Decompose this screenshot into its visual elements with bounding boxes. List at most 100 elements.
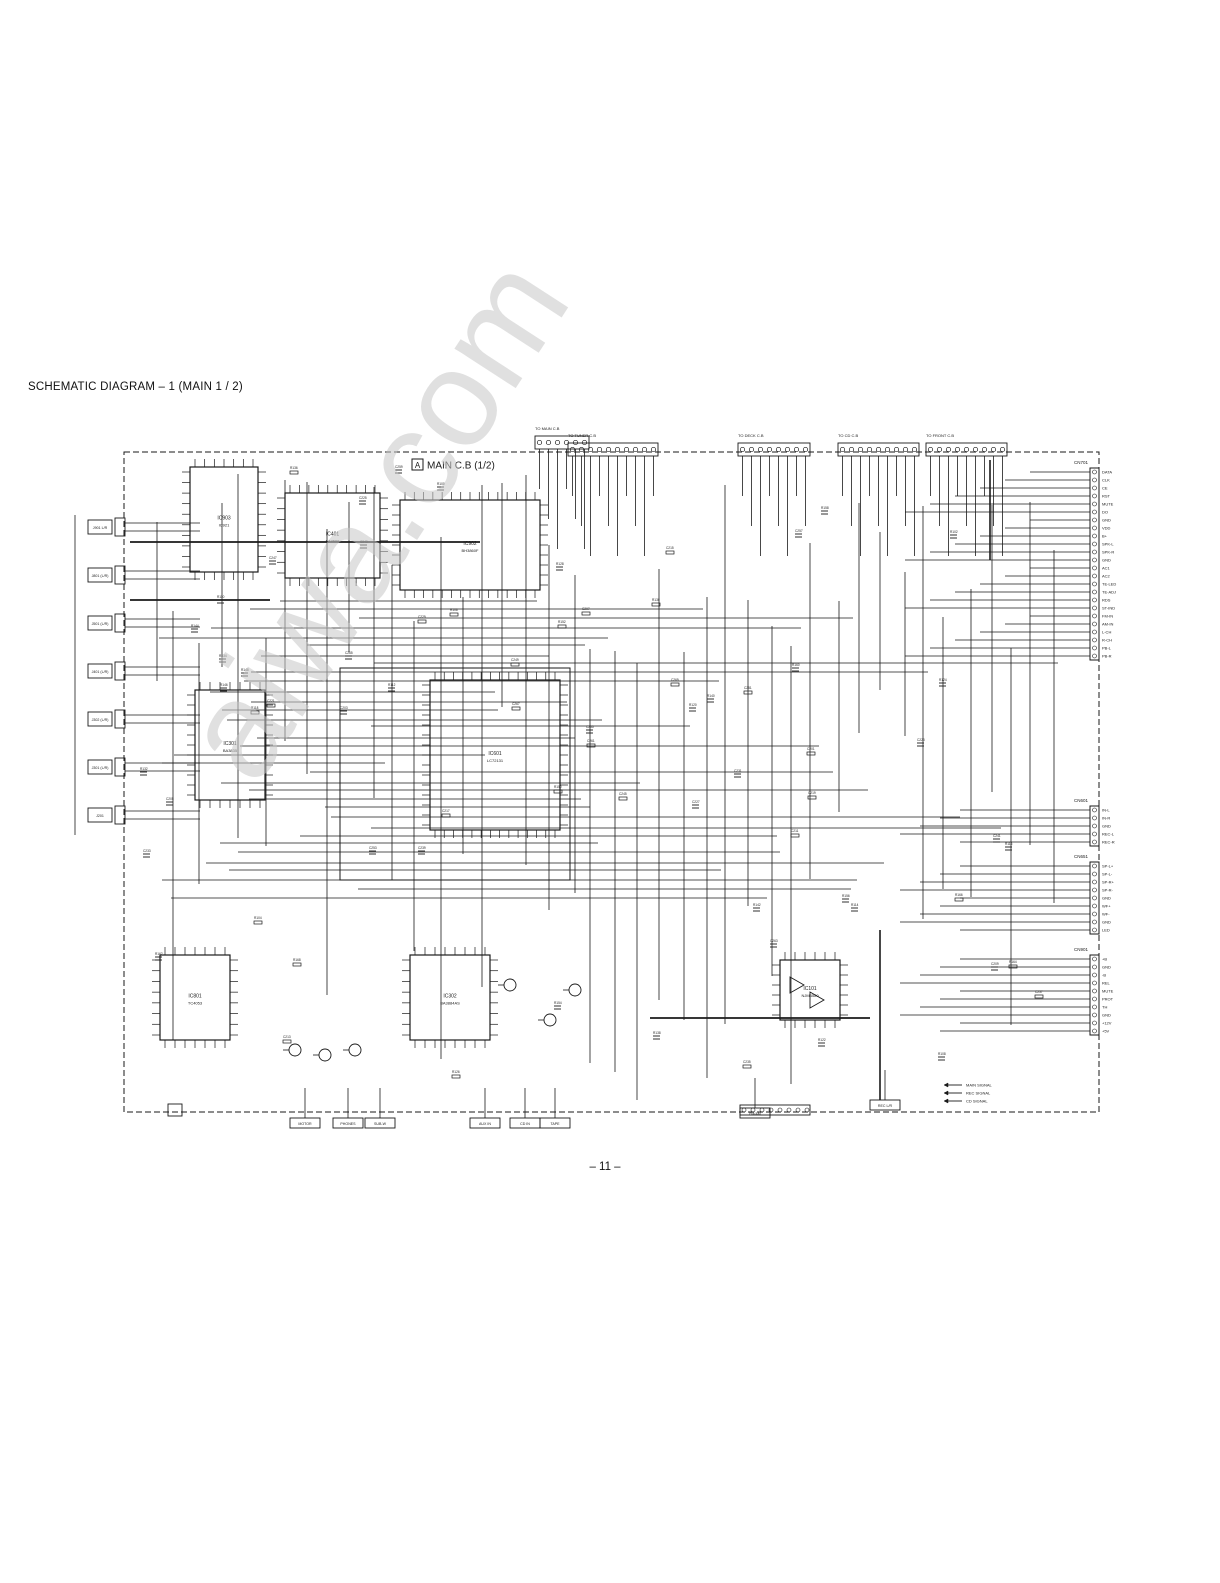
pin [1092, 927, 1097, 933]
pin-label: +B [1102, 957, 1107, 962]
pin [1092, 972, 1097, 978]
resistor [1008, 964, 1018, 969]
pin [757, 446, 764, 453]
pin [990, 446, 997, 453]
pin [572, 439, 579, 446]
pin [1092, 629, 1097, 635]
pin-label: -B [1102, 973, 1106, 978]
pin-label: GND [1102, 896, 1111, 901]
pin [1092, 645, 1097, 651]
component-ref: R140 [707, 694, 715, 698]
component-ref: C235 [743, 1060, 751, 1064]
component-ref: R114 [851, 903, 859, 907]
pin-label: WF- [1102, 912, 1110, 917]
pin [554, 439, 561, 446]
resistor [282, 1039, 292, 1044]
ic-ref: IC601 [488, 751, 502, 757]
pin [1092, 485, 1097, 491]
resistor [292, 962, 302, 967]
bottom-box-label: MOTOR [298, 1122, 312, 1126]
pin [1092, 517, 1097, 523]
component-ref: C241 [993, 834, 1001, 838]
resistor [586, 743, 596, 748]
component-ref: C209 [991, 962, 999, 966]
pin [1092, 525, 1097, 531]
pin [1092, 980, 1097, 986]
pin [1092, 621, 1097, 627]
top-connector [737, 442, 811, 457]
pin-label: GND [1102, 824, 1111, 829]
component-ref: R104 [254, 916, 262, 920]
resistor [289, 470, 299, 475]
component-ref: R156 [842, 894, 850, 898]
connector-ref: CN601 [1074, 798, 1089, 803]
connector-ref: CN701 [1074, 460, 1089, 465]
resistor [1034, 994, 1044, 999]
pin [623, 446, 630, 453]
resistor [451, 1074, 461, 1079]
component-ref: R142 [753, 903, 761, 907]
page-number: – 11 – [589, 1161, 621, 1173]
pin-label: AC2 [1102, 574, 1111, 579]
pin-label: PB-L [1102, 646, 1112, 651]
legend-label: CD SIGNAL [966, 1099, 988, 1104]
pin [1092, 541, 1097, 547]
ic-ref: IC801 [188, 994, 202, 1000]
component-ref: C201 [807, 747, 815, 751]
component-ref: C229 [418, 615, 426, 619]
component-ref: R108 [938, 1052, 946, 1056]
component-ref: R154 [554, 1001, 562, 1005]
ic-part: BH3860F [462, 548, 479, 553]
pin [945, 446, 952, 453]
pin [1092, 1028, 1097, 1034]
pin-label: TH [1102, 1005, 1107, 1010]
pin-label: CE [1102, 486, 1108, 491]
component-ref: R150 [554, 785, 562, 789]
pin [795, 1107, 801, 1113]
component-ref: C213 [283, 1035, 291, 1039]
jack-label: J401 (L/R) [92, 670, 109, 674]
pin [1092, 477, 1097, 483]
top-connector-label: TO FRONT C.B [926, 433, 954, 438]
component-ref: R136 [290, 466, 298, 470]
board-frame [123, 451, 1100, 1113]
pin [848, 446, 855, 453]
ic-ref: IC302 [443, 994, 457, 1000]
resistor [510, 662, 520, 667]
connector-cn901 [1089, 954, 1100, 1036]
component-ref: C247 [269, 556, 277, 560]
component-ref: R100 [437, 482, 445, 486]
pin [641, 446, 648, 453]
pin [1092, 469, 1097, 475]
resistor [417, 619, 427, 624]
component-ref: C249 [511, 658, 519, 662]
bottom-connector-strip [739, 1104, 811, 1116]
pin [1092, 533, 1097, 539]
component-ref: R102 [950, 530, 958, 534]
resistor [553, 789, 563, 794]
pin-label: REC-R [1102, 840, 1115, 845]
op-amp [789, 976, 805, 994]
pin [768, 1107, 774, 1113]
pin [1092, 831, 1097, 837]
jack-block [87, 663, 113, 679]
legend-arrow [943, 1090, 949, 1096]
component-ref: R118 [251, 706, 259, 710]
ic-part: BA3884AS [440, 1001, 460, 1006]
ic-part: BA3835 [223, 748, 238, 753]
component-ref: R128 [556, 562, 564, 566]
jack-label: J801 (L/R) [92, 574, 109, 578]
component-ref: R162 [155, 952, 163, 956]
pin-label: SP-R- [1102, 888, 1114, 893]
pin-label: R-CH [1102, 638, 1112, 643]
jack-connector [114, 517, 126, 537]
jack-label: J901 L/R [93, 526, 108, 530]
jack-block [87, 711, 113, 727]
pin [1092, 1004, 1097, 1010]
pin [963, 446, 970, 453]
resistor [250, 710, 260, 715]
ic-ref: IC902 [463, 541, 477, 547]
component-ref: R116 [1005, 842, 1013, 846]
component-ref: C233 [143, 849, 151, 853]
jack-connector [114, 613, 126, 633]
